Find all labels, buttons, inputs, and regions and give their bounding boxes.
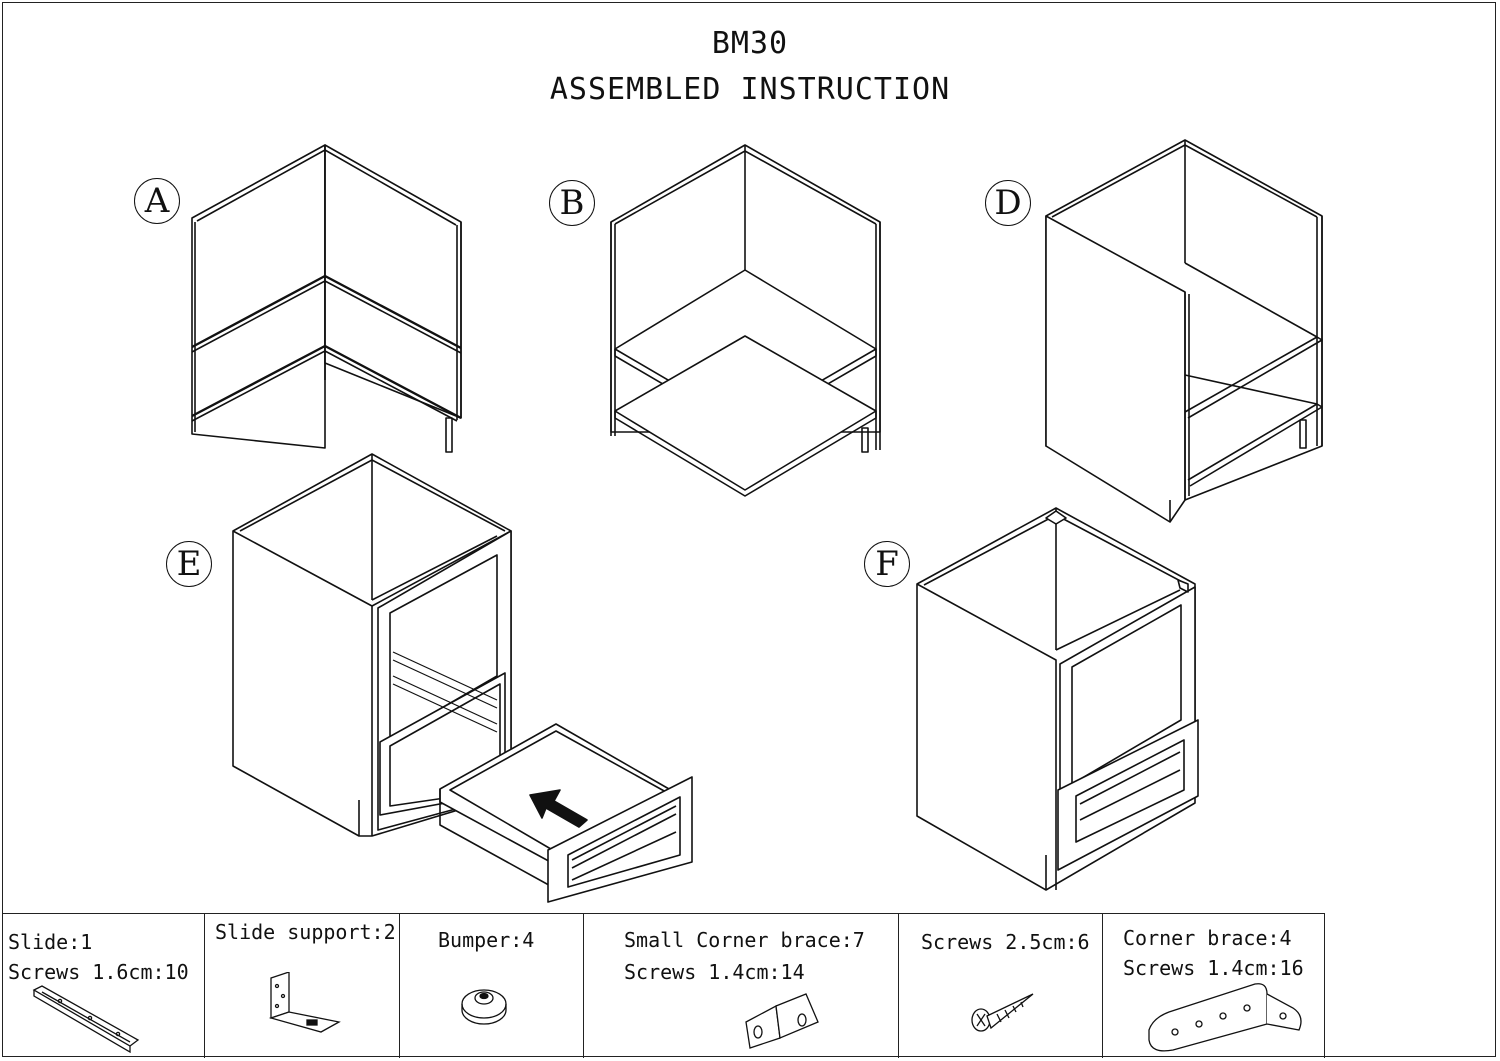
step-label-a: A <box>134 178 180 224</box>
part-screws-25: Screws 2.5cm:6 <box>899 914 1103 1058</box>
part-label: Screws 2.5cm:6 <box>921 930 1090 954</box>
corner-brace-icon <box>1148 983 1302 1052</box>
part-slide: Slide:1 Screws 1.6cm:10 <box>2 914 205 1058</box>
small-corner-brace-icon <box>745 993 819 1049</box>
part-label: Slide support:2 <box>215 920 396 944</box>
part-label: Bumper:4 <box>438 928 535 952</box>
step-e-illustration <box>232 453 693 903</box>
step-b-illustration <box>610 144 881 497</box>
part-corner-brace: Corner brace:4 Screws 1.4cm:16 <box>1103 914 1323 1058</box>
part-slide-support: Slide support:2 <box>205 914 400 1058</box>
step-f-illustration <box>916 507 1199 891</box>
drawer-slide-icon <box>32 985 140 1054</box>
part-label: Small Corner brace:7 <box>624 928 865 952</box>
step-label-b: B <box>549 180 595 226</box>
screw-icon <box>971 993 1034 1032</box>
part-label: Corner brace:4 <box>1123 926 1292 950</box>
document-subtitle: ASSEMBLED INSTRUCTION <box>549 72 951 107</box>
part-label: Slide:1 <box>8 930 93 954</box>
bumper-icon <box>461 989 507 1025</box>
step-label-f: F <box>864 541 910 587</box>
part-label: Screws 1.6cm:10 <box>8 960 189 984</box>
document-title: BM30 <box>711 26 789 61</box>
step-a-illustration <box>191 144 462 453</box>
part-bumper: Bumper:4 <box>400 914 584 1058</box>
parts-table: Slide:1 Screws 1.6cm:10 Slide support:2 … <box>2 913 1325 1058</box>
step-d-illustration <box>1045 139 1323 523</box>
step-label-d: D <box>985 180 1031 226</box>
part-small-corner-brace: Small Corner brace:7 Screws 1.4cm:14 <box>584 914 899 1058</box>
part-label: Screws 1.4cm:14 <box>624 960 805 984</box>
slide-support-bracket-icon <box>268 972 341 1033</box>
part-label: Screws 1.4cm:16 <box>1123 956 1304 980</box>
step-label-e: E <box>166 541 212 587</box>
